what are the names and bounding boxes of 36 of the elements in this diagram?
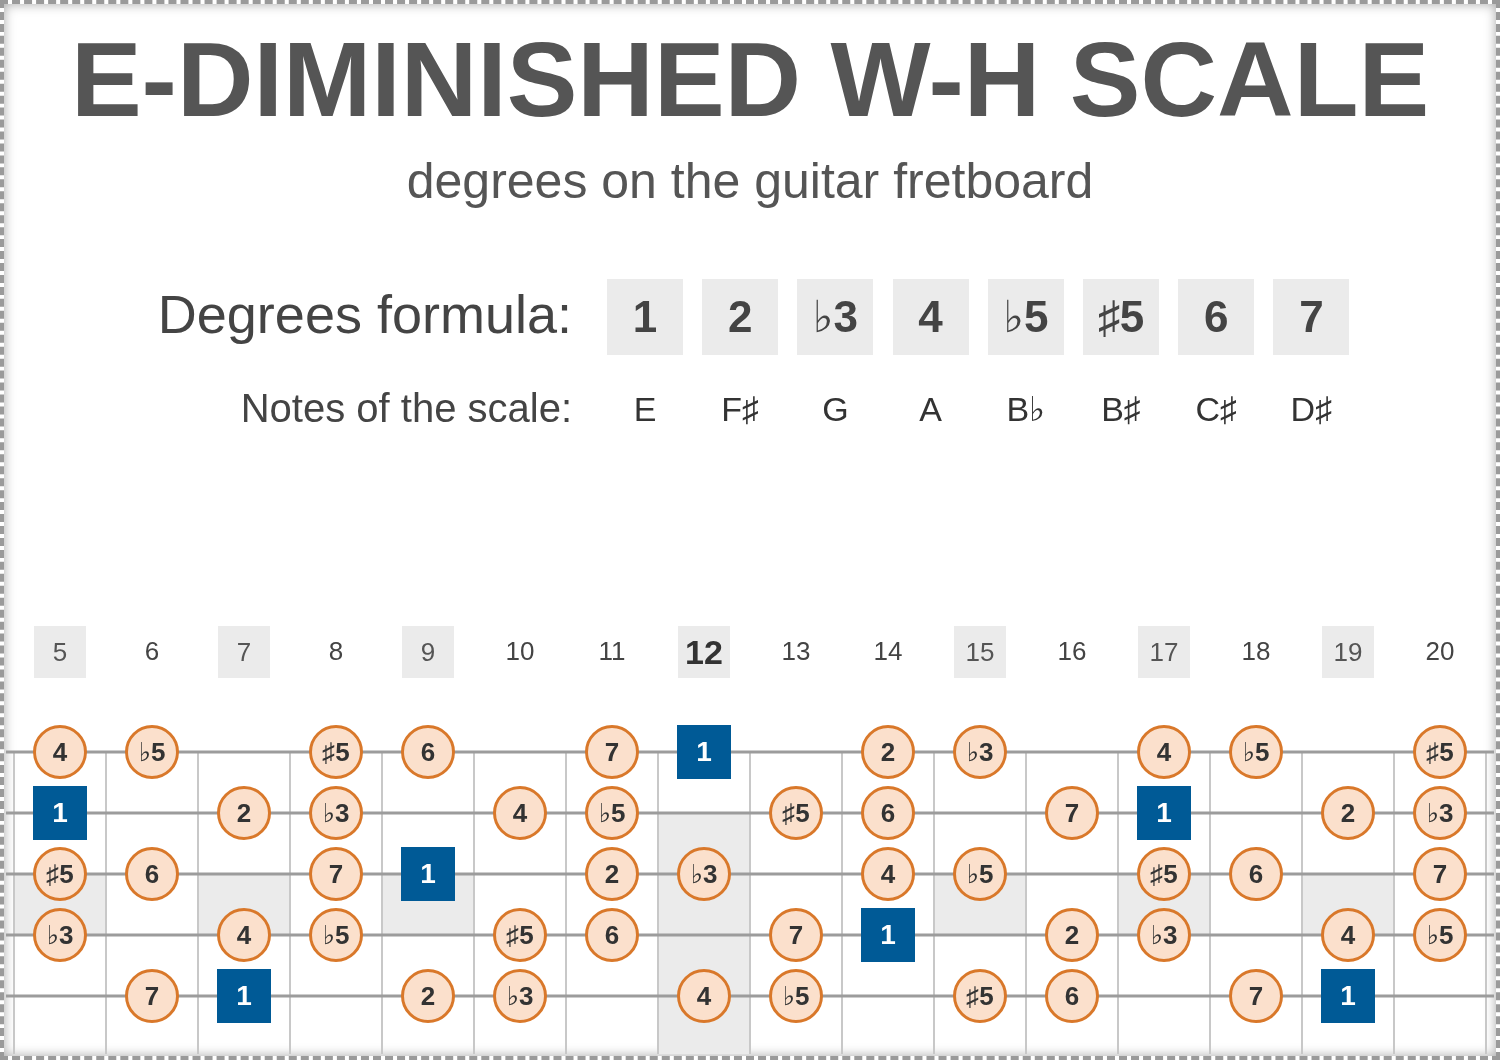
- note-name: A: [919, 390, 942, 430]
- formula-degree: ♭5: [987, 279, 1064, 355]
- row-heading: Degrees formula:: [157, 282, 572, 346]
- formula-degree: ♯5: [1083, 279, 1159, 355]
- note-name: B♯: [1101, 390, 1141, 430]
- note-name: C♯: [1195, 390, 1237, 430]
- fret-number: 5: [34, 626, 86, 678]
- fret-number: 7: [218, 626, 270, 678]
- row-heading: Notes of the scale:: [240, 385, 572, 431]
- fret-number: 11: [598, 637, 626, 667]
- formula-degree: 4: [892, 279, 969, 355]
- fret-number: 20: [1425, 637, 1455, 667]
- note-name: F♯: [721, 390, 760, 430]
- note-name: D♯: [1290, 390, 1333, 430]
- fret-number: 14: [873, 637, 903, 667]
- note-name: E: [633, 390, 657, 430]
- formula-degree: 6: [1178, 279, 1255, 355]
- fret-number: 10: [505, 637, 535, 667]
- fret-number: 19: [1322, 626, 1374, 678]
- note-name: B♭: [1006, 390, 1046, 430]
- formula-degree: 2: [702, 279, 779, 355]
- subtitle: degrees on the guitar fretboard: [406, 153, 1094, 211]
- formula-degree: ♭3: [797, 279, 874, 355]
- fret-number: 8: [328, 637, 344, 667]
- fret-number: 17: [1138, 626, 1190, 678]
- fret-number: 16: [1057, 637, 1087, 667]
- fret-number: 12: [678, 626, 730, 678]
- fret-number: 18: [1241, 637, 1271, 667]
- fret-number: 15: [954, 626, 1006, 678]
- title: E-DIMINISHED W-H SCALE: [70, 24, 1430, 136]
- formula-degree: 7: [1273, 279, 1350, 355]
- formula-degree: 1: [607, 279, 683, 355]
- fret-number: 9: [402, 626, 454, 678]
- fret-number: 13: [781, 637, 811, 667]
- fret-number: 6: [144, 637, 160, 667]
- note-name: G: [822, 390, 849, 430]
